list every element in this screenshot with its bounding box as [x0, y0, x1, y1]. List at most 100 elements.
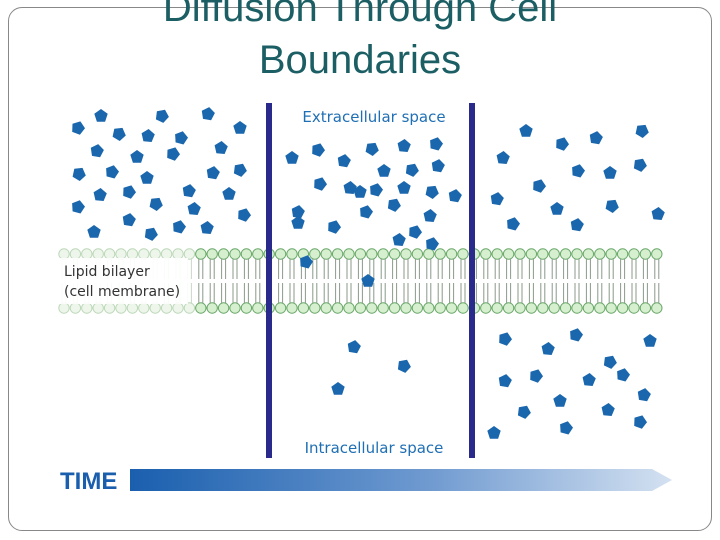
molecule-icon [155, 109, 169, 123]
molecule-icon [175, 131, 188, 145]
lipid-head [434, 248, 446, 260]
molecule-icon [361, 274, 375, 287]
lipid-head [548, 302, 560, 314]
lipid-head [252, 302, 264, 314]
lipid-head [343, 248, 355, 260]
lipid-tail [540, 259, 546, 279]
lipid-tail [243, 259, 249, 279]
lipid-tail [597, 283, 603, 303]
lipid-head [92, 248, 104, 260]
molecule-icon [387, 198, 401, 212]
lipid-tail [346, 283, 352, 303]
molecule-icon [130, 150, 144, 163]
lipid-head [309, 248, 321, 260]
lipid-tail [414, 283, 420, 303]
molecule-icon [423, 209, 437, 222]
title-line-1: Diffusion Through Cell [162, 0, 558, 30]
lipid-tail [563, 283, 569, 303]
lipid-head [480, 302, 492, 314]
lipid-head [354, 302, 367, 314]
lipid-head [183, 248, 196, 260]
molecule-icon [72, 200, 85, 214]
molecule-icon [347, 340, 361, 354]
molecule-icon [238, 208, 251, 222]
molecule-icon [392, 233, 406, 246]
lipid-head [628, 248, 640, 260]
molecule-icon [173, 220, 186, 234]
extracellular-label: Extracellular space [302, 108, 445, 126]
lipid-head [480, 248, 492, 260]
lipid-head [331, 248, 344, 260]
lipid-head [115, 302, 127, 314]
molecule-icon [605, 199, 619, 213]
molecule-icon [634, 415, 647, 429]
slide-frame [8, 7, 712, 531]
lipid-head [639, 248, 652, 260]
lipid-tail [357, 283, 363, 303]
molecule-icon [397, 139, 411, 152]
molecule-icon [448, 189, 462, 203]
lipid-head [138, 302, 150, 314]
molecule-icon [206, 166, 220, 180]
lipid-tail [437, 259, 443, 279]
lipid-head [92, 302, 104, 314]
lipid-head [411, 248, 424, 260]
lipid-head [582, 248, 595, 260]
lipid-tail [289, 283, 295, 303]
molecule-icon [405, 163, 419, 177]
lipid-tail [255, 259, 261, 279]
lipid-tail [312, 259, 318, 279]
lipid-head [594, 302, 606, 314]
lipid-head [103, 302, 116, 314]
divider-right [469, 103, 475, 458]
title-line-2: Boundaries [258, 38, 462, 82]
lipid-head [172, 302, 184, 314]
lipid-tail [403, 259, 409, 279]
lipid-head [605, 302, 617, 314]
molecule-icon [331, 382, 345, 395]
lipid-tail [460, 283, 466, 303]
molecule-icon [312, 143, 325, 157]
lipid-head [616, 302, 629, 314]
lipid-head [58, 248, 70, 260]
lipid-head [628, 302, 640, 314]
lipid-head [548, 248, 560, 260]
lipid-tail [426, 283, 432, 303]
lipid-tail [517, 259, 523, 279]
lipid-tail [517, 283, 523, 303]
molecule-icon [90, 144, 104, 158]
molecule-icon [601, 403, 615, 416]
lipid-tail [449, 259, 455, 279]
membrane-label-line-1: Lipid bilayer [64, 264, 150, 280]
molecule-icon [314, 177, 327, 191]
lipid-head [434, 302, 446, 314]
lipid-head [81, 302, 93, 314]
lipid-tail [608, 259, 614, 279]
molecule-icon [560, 421, 573, 435]
lipid-head [126, 248, 139, 260]
lipid-head [138, 248, 150, 260]
lipid-head [274, 302, 287, 314]
lipid-head [286, 248, 298, 260]
lipid-tail [392, 259, 398, 279]
molecules-layer [72, 107, 665, 439]
lipid-head [491, 248, 503, 260]
time-label: TIME [60, 468, 117, 495]
molecule-icon [507, 217, 520, 231]
molecule-icon [603, 166, 617, 179]
lipid-head [115, 248, 127, 260]
molecule-icon [140, 171, 154, 184]
lipid-head [651, 302, 663, 314]
molecule-icon [635, 124, 649, 138]
lipid-head [537, 302, 549, 314]
molecule-icon [496, 151, 510, 164]
lipid-tail [506, 259, 512, 279]
molecule-icon [233, 163, 247, 177]
lipid-head [457, 248, 469, 260]
lipid-tail [437, 283, 443, 303]
lipid-tail [255, 283, 261, 303]
lipid-tail [483, 259, 489, 279]
lipid-head [195, 302, 207, 314]
molecule-icon [337, 154, 351, 168]
